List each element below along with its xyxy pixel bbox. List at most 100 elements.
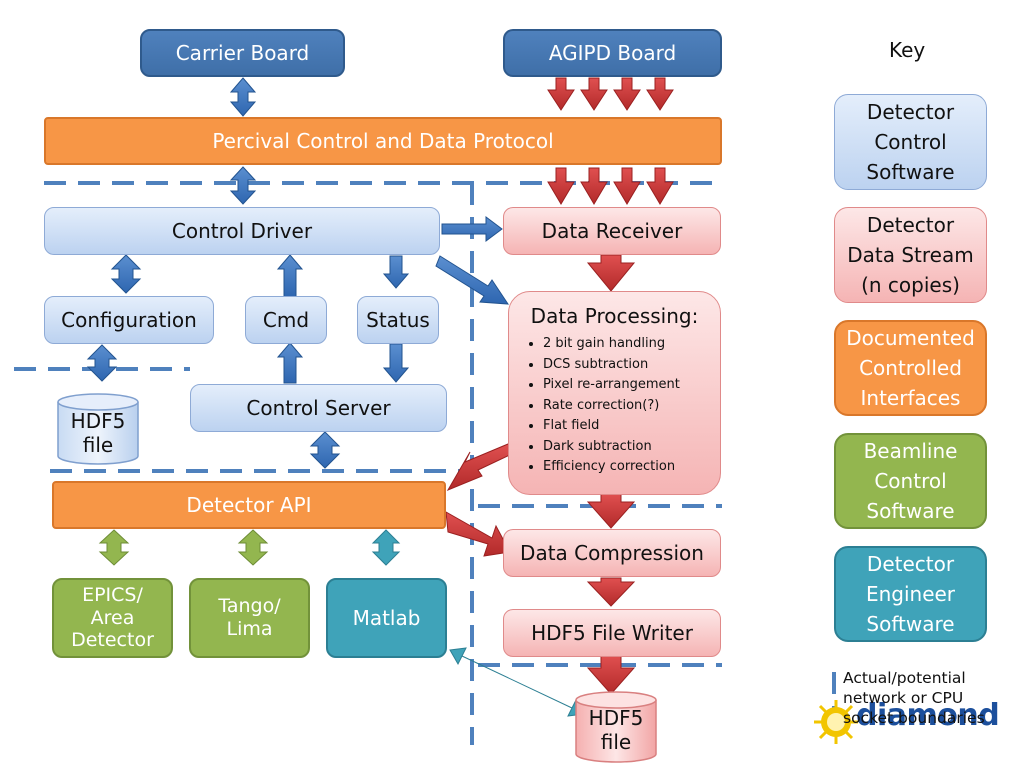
key-line: Interfaces: [860, 386, 961, 410]
key-line: Software: [866, 160, 955, 184]
carrier-board: Carrier Board: [140, 29, 345, 77]
hdf5-local-line2: file: [82, 433, 114, 457]
key-line: (n copies): [861, 273, 960, 297]
processing-step: DCS subtraction: [543, 355, 680, 376]
key-engineer: Detector Engineer Software: [834, 546, 987, 642]
red-down-arrow: [646, 167, 674, 205]
detector-api: Detector API: [52, 481, 446, 529]
blue-down-arrow: [382, 255, 410, 289]
processing-step: Dark subtraction: [543, 437, 680, 458]
key-line: Software: [866, 612, 955, 636]
key-line: Control: [874, 469, 947, 493]
key-line: Data Stream: [847, 243, 974, 267]
processing-steps: 2 bit gain handling DCS subtraction Pixe…: [525, 334, 680, 478]
red-down-arrow: [586, 655, 636, 695]
data-receiver: Data Receiver: [503, 207, 721, 255]
key-line: Detector: [866, 552, 955, 576]
blue-up-arrow: [276, 342, 304, 384]
blue-double-arrow: [86, 344, 118, 382]
processing-step: 2 bit gain handling: [543, 334, 680, 355]
red-down-arrow: [586, 493, 636, 529]
hdf5-local-line1: HDF5: [70, 409, 126, 433]
diamond-logo-icon: [814, 700, 858, 744]
red-down-arrow: [580, 167, 608, 205]
data-receiver-label: Data Receiver: [541, 219, 683, 243]
blue-up-arrow: [276, 254, 304, 298]
red-down-arrow: [586, 254, 636, 292]
configuration-box: Configuration: [44, 296, 214, 344]
blue-double-arrow: [229, 77, 257, 117]
blue-double-arrow: [229, 166, 257, 205]
cmd-label: Cmd: [262, 308, 310, 332]
hdf5-output-label: HDF5 file: [576, 706, 656, 754]
key-line: Detector: [866, 100, 955, 124]
key-detector-control: Detector Control Software: [834, 94, 987, 190]
control-server-label: Control Server: [246, 396, 391, 420]
key-line: Documented: [846, 326, 975, 350]
red-down-arrow: [613, 77, 641, 111]
red-down-arrow: [547, 77, 575, 111]
key-title: Key: [889, 38, 926, 62]
red-diagonal-arrow: [446, 443, 517, 492]
key-line: Controlled: [859, 356, 962, 380]
processing-step: Efficiency correction: [543, 457, 680, 478]
tango-line1: Tango/: [218, 595, 281, 618]
status-box: Status: [357, 296, 439, 344]
boundary-note: Actual/potential network or CPU socket b…: [843, 668, 985, 728]
agipd-board: AGIPD Board: [503, 29, 722, 77]
detector-api-label: Detector API: [186, 493, 312, 517]
matlab-client: Matlab: [326, 578, 447, 658]
diamond-logo-text: diamond: [856, 698, 1000, 733]
key-line: Detector: [866, 213, 955, 237]
red-diagonal-arrow: [445, 511, 511, 557]
blue-down-arrow: [382, 343, 410, 383]
processing-step: Rate correction(?): [543, 396, 680, 417]
carrier-board-label: Carrier Board: [175, 41, 310, 65]
blue-right-arrow: [441, 216, 503, 242]
key-beamline: Beamline Control Software: [834, 433, 987, 529]
configuration-label: Configuration: [61, 308, 197, 332]
red-down-arrow: [580, 77, 608, 111]
epics-line1: EPICS/: [82, 583, 143, 606]
agipd-board-label: AGIPD Board: [548, 41, 677, 65]
key-line: Beamline: [863, 439, 958, 463]
hdf5-file-writer-label: HDF5 File Writer: [531, 621, 693, 645]
cmd-box: Cmd: [245, 296, 327, 344]
epics-line3: Detector: [71, 629, 154, 652]
matlab-label: Matlab: [352, 606, 421, 630]
control-driver: Control Driver: [44, 207, 440, 255]
key-line: Engineer: [865, 582, 956, 606]
data-processing: Data Processing: 2 bit gain handling DCS…: [508, 291, 721, 495]
key-interfaces: Documented Controlled Interfaces: [834, 320, 987, 416]
data-compression-label: Data Compression: [520, 541, 704, 565]
data-stream-arrows: [445, 77, 674, 695]
green-double-arrow: [98, 529, 130, 566]
control-server: Control Server: [190, 384, 447, 432]
processing-step: Flat field: [543, 416, 680, 437]
protocol-bar: Percival Control and Data Protocol: [44, 117, 722, 165]
blue-double-arrow: [110, 254, 142, 294]
status-label: Status: [366, 308, 430, 332]
hdf5-output-line1: HDF5: [588, 706, 644, 730]
hdf5-file-writer: HDF5 File Writer: [503, 609, 721, 657]
key-line: Software: [866, 499, 955, 523]
hdf5-local-label: HDF5 file: [58, 409, 138, 457]
boundary-note-line2: network or CPU: [843, 689, 964, 708]
protocol-label: Percival Control and Data Protocol: [212, 129, 554, 153]
boundary-note-line1: Actual/potential: [843, 669, 966, 687]
blue-diagonal-arrow: [435, 255, 509, 305]
data-processing-title: Data Processing:: [530, 304, 699, 328]
hdf5-cylinder-local: [57, 393, 139, 465]
epics-client: EPICS/ Area Detector: [52, 578, 173, 658]
hdf5-cylinder-output: [575, 691, 657, 763]
hdf5-output-line2: file: [600, 730, 632, 754]
red-down-arrow: [613, 167, 641, 205]
green-double-arrow: [237, 529, 269, 566]
epics-line2: Area: [90, 606, 135, 629]
blue-double-arrow: [309, 431, 341, 469]
control-driver-label: Control Driver: [171, 219, 313, 243]
data-compression: Data Compression: [503, 529, 721, 577]
tango-line2: Lima: [226, 618, 273, 640]
